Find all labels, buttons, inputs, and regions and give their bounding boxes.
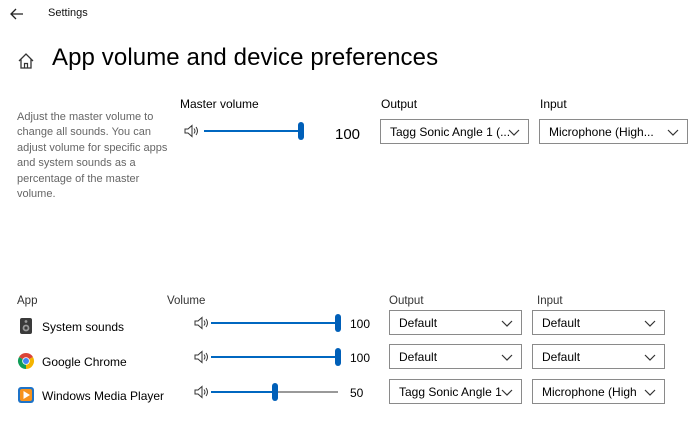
input-column-header: Input — [537, 295, 563, 307]
chevron-down-icon — [667, 129, 679, 136]
app-volume-slider[interactable] — [211, 382, 338, 402]
dropdown-value: Default — [399, 315, 438, 330]
app-name: Google Chrome — [42, 355, 127, 369]
master-output-dropdown[interactable]: Tagg Sonic Angle 1 (... — [380, 119, 529, 144]
speaker-icon — [194, 316, 210, 330]
app-volume-slider[interactable] — [211, 347, 341, 367]
master-volume-value: 100 — [335, 126, 361, 143]
title-bar: Settings — [0, 0, 700, 30]
master-input-label: Input — [540, 97, 567, 111]
dropdown-value: Microphone (High — [542, 384, 637, 399]
slider-thumb[interactable] — [298, 122, 304, 140]
description-text: Adjust the master volume to change all s… — [17, 111, 168, 201]
chevron-down-icon — [501, 389, 513, 396]
app-input-dropdown[interactable]: Microphone (High — [532, 379, 665, 404]
output-column-header: Output — [389, 295, 424, 307]
app-input-dropdown[interactable]: Default — [532, 310, 665, 335]
home-icon[interactable] — [17, 52, 35, 70]
master-output-label: Output — [381, 97, 418, 111]
chevron-down-icon — [644, 354, 656, 361]
app-output-dropdown[interactable]: Default — [389, 310, 522, 335]
slider-thumb[interactable] — [271, 383, 278, 401]
speaker-icon — [184, 124, 200, 138]
app-volume-value: 100 — [350, 317, 371, 331]
page-title: App volume and device preferences — [52, 44, 439, 71]
app-output-dropdown[interactable]: Default — [389, 344, 522, 369]
dropdown-value: Microphone (High... — [549, 124, 654, 139]
app-name: System sounds — [42, 320, 125, 334]
app-column-header: App — [17, 295, 38, 307]
dropdown-value: Tagg Sonic Angle 1 — [399, 384, 502, 399]
back-arrow-icon[interactable] — [6, 3, 28, 25]
slider-thumb[interactable] — [335, 348, 341, 366]
volume-column-header: Volume — [167, 295, 206, 307]
windows-media-player-icon — [17, 386, 35, 404]
speaker-icon — [194, 385, 210, 399]
app-name: Windows Media Player — [42, 389, 165, 403]
chevron-down-icon — [508, 129, 520, 136]
master-input-dropdown[interactable]: Microphone (High... — [539, 119, 688, 144]
dropdown-value: Default — [399, 349, 438, 364]
app-input-dropdown[interactable]: Default — [532, 344, 665, 369]
dropdown-value: Default — [542, 349, 581, 364]
chevron-down-icon — [644, 320, 656, 327]
slider-fill — [211, 322, 338, 324]
speaker-icon — [194, 350, 210, 364]
window-title: Settings — [48, 7, 88, 19]
dropdown-value: Default — [542, 315, 581, 330]
app-volume-slider[interactable] — [211, 313, 341, 333]
app-output-dropdown[interactable]: Tagg Sonic Angle 1 — [389, 379, 522, 404]
dropdown-value: Tagg Sonic Angle 1 (... — [390, 124, 511, 139]
master-volume-label: Master volume — [180, 97, 259, 111]
master-volume-slider[interactable] — [204, 121, 304, 141]
app-volume-value: 100 — [350, 351, 371, 365]
slider-thumb[interactable] — [335, 314, 341, 332]
slider-fill — [204, 130, 301, 132]
system-sounds-icon — [17, 317, 35, 335]
chevron-down-icon — [644, 389, 656, 396]
slider-fill — [211, 391, 275, 393]
chevron-down-icon — [501, 354, 513, 361]
app-volume-value: 50 — [350, 386, 364, 400]
chrome-icon — [17, 352, 35, 370]
chevron-down-icon — [501, 320, 513, 327]
slider-fill — [211, 356, 338, 358]
